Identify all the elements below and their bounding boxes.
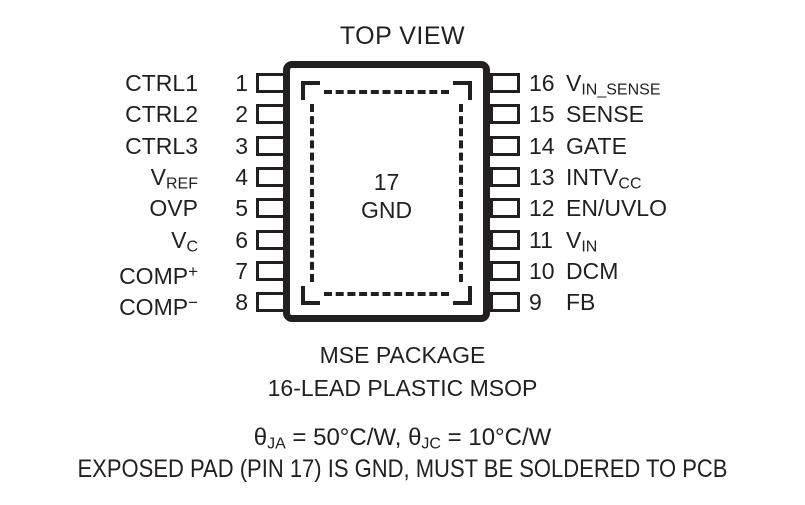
pin-lead-1 [256, 73, 286, 93]
pad-edge-top [324, 90, 449, 94]
pad-edge-bottom [324, 292, 449, 296]
pin-label-base: DCM [566, 257, 619, 284]
pin-number-3: 3 [235, 132, 248, 159]
pin-name-3: CTRL3 [20, 132, 198, 159]
pin-name-15: SENSE [566, 103, 644, 126]
pin-number-1: 1 [235, 70, 248, 96]
exposed-pad-outline [301, 81, 472, 305]
pad-edge-left [310, 104, 314, 282]
exposed-pad-name: GND [360, 197, 413, 223]
pin-label-base: GATE [566, 132, 627, 159]
pin-lead-6 [256, 229, 286, 250]
theta-jc-subscript: JC [421, 435, 441, 453]
caption-thermal-resistance: θJA = 50°C/W, θJC = 10°C/W [0, 424, 805, 454]
pin-lead-4 [256, 166, 286, 187]
pin-lead-12 [490, 198, 520, 219]
pin-lead-5 [256, 198, 286, 219]
pad-corner-bottom-right-icon [453, 286, 472, 305]
pin-number-15: 15 [529, 101, 555, 128]
pin-lead-2 [256, 104, 286, 125]
pin-label-base: SENSE [566, 101, 644, 128]
pin-number-13: 13 [529, 163, 555, 190]
pin-name-16: VIN_SENSE [566, 72, 660, 102]
pin-label-base: CTRL1 [125, 70, 198, 96]
pin-name-13: INTVCC [566, 163, 642, 196]
pin-number-6: 6 [235, 226, 248, 253]
pad-edge-right [459, 104, 463, 282]
pin-number-16: 16 [529, 70, 555, 96]
exposed-pad-label: 17 GND [310, 168, 463, 224]
pin-label-base: V [566, 226, 582, 253]
pin-label-base: V [150, 163, 166, 190]
pin-label-subscript: C [186, 238, 198, 256]
pin-number-7: 7 [235, 257, 248, 284]
caption-exposed-pad-note: EXPOSED PAD (PIN 17) IS GND, MUST BE SOL… [77, 455, 728, 483]
caption-lead-type: 16-LEAD PLASTIC MSOP [267, 375, 538, 401]
pin-name-1: CTRL1 [20, 72, 198, 95]
pin-number-8: 8 [235, 289, 248, 316]
pin-label-subscript: IN_SENSE [581, 81, 661, 99]
pin-label-base: CTRL3 [125, 132, 198, 159]
pin-lead-14 [490, 135, 520, 156]
diagram-title: TOP VIEW [339, 22, 466, 50]
pin-number-4: 4 [235, 163, 248, 190]
pin-lead-9 [490, 292, 520, 313]
pin-label-superscript: + [188, 261, 198, 281]
pin-label-base: COMP [119, 262, 189, 289]
pin-lead-8 [256, 292, 286, 313]
pin-label-superscript: − [188, 293, 198, 313]
theta-ja-value: = 50°C/W, [292, 424, 402, 451]
pin-name-7: COMP+ [20, 260, 198, 288]
pin-label-base: COMP [119, 294, 189, 321]
pin-name-10: DCM [566, 257, 619, 284]
pad-corner-top-right-icon [453, 81, 472, 100]
pin-lead-13 [490, 166, 520, 187]
pin-label-base: V [171, 226, 187, 253]
pin-lead-7 [256, 260, 286, 281]
pin-number-10: 10 [529, 257, 555, 284]
pin-lead-10 [490, 260, 520, 281]
pin-name-2: CTRL2 [20, 103, 198, 126]
pin-label-base: V [566, 70, 582, 96]
theta-ja-subscript: JA [267, 435, 286, 453]
pin-lead-11 [490, 229, 520, 250]
pin-label-subscript: CC [618, 175, 642, 193]
pin-name-14: GATE [566, 132, 627, 159]
pin-label-base: OVP [149, 195, 198, 222]
pin-name-4: VREF [20, 163, 198, 196]
pin-label-base: FB [566, 289, 596, 316]
pin-number-5: 5 [235, 195, 248, 222]
pin-name-11: VIN [566, 226, 598, 259]
package-body-outline [283, 61, 490, 322]
pin-name-12: EN/UVLO [566, 197, 667, 220]
theta-jc-value: = 10°C/W [447, 424, 552, 451]
pin-number-2: 2 [235, 101, 248, 128]
pin-number-11: 11 [529, 226, 553, 253]
pin-name-6: VC [20, 226, 198, 259]
pin-label-subscript: REF [166, 175, 198, 193]
pin-label-base: CTRL2 [125, 101, 198, 128]
pin-lead-3 [256, 135, 286, 156]
pin-number-9: 9 [529, 289, 542, 316]
pin-label-base: EN/UVLO [566, 195, 667, 222]
pin-name-9: FB [566, 291, 595, 314]
pin-lead-16 [490, 73, 520, 93]
pin-name-5: OVP [20, 197, 198, 220]
pad-corner-bottom-left-icon [301, 286, 320, 305]
pad-corner-top-left-icon [301, 81, 320, 100]
caption-package-name: MSE PACKAGE [319, 342, 486, 368]
pin-label-subscript: IN [581, 238, 598, 256]
exposed-pad-number: 17 [373, 169, 400, 195]
pin-label-base: INTV [566, 163, 619, 190]
theta-ja-symbol: θ [253, 424, 268, 451]
pin-number-14: 14 [529, 132, 555, 159]
theta-jc-symbol: θ [408, 424, 422, 451]
pin-name-8: COMP− [20, 291, 198, 319]
pin-lead-15 [490, 104, 520, 125]
pin-number-12: 12 [529, 195, 555, 222]
